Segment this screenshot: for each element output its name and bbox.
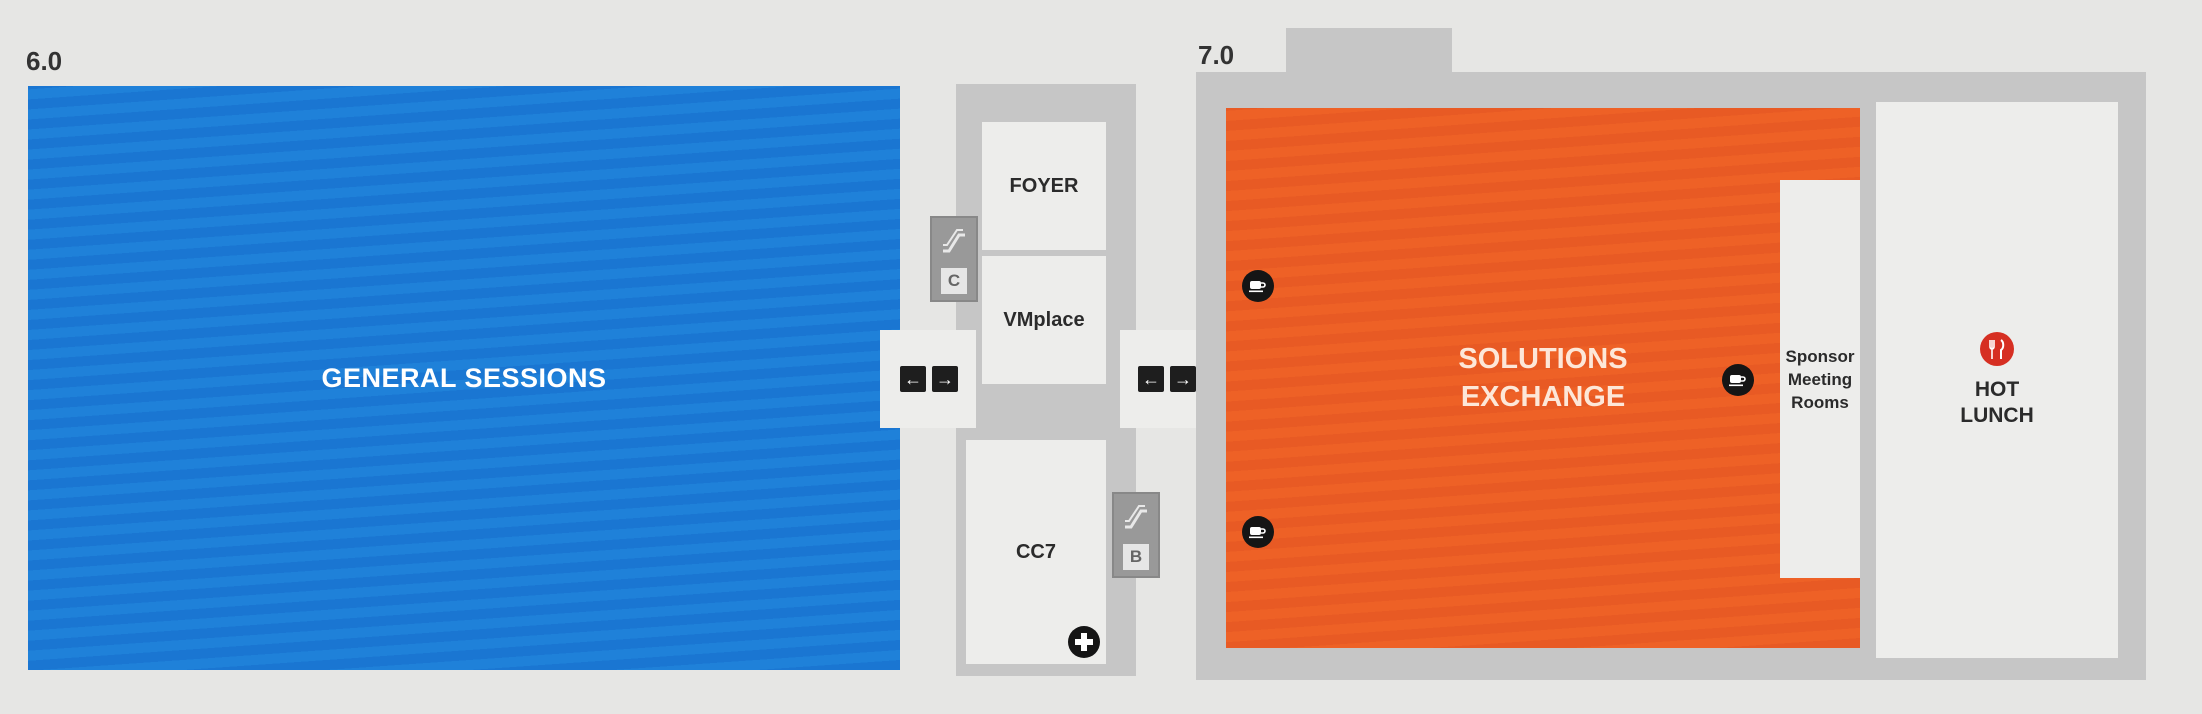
sponsor-meeting-rooms[interactable]: Sponsor Meeting Rooms	[1780, 180, 1860, 578]
coffee-cup-icon	[1242, 516, 1274, 548]
escalator-icon	[932, 222, 976, 262]
arrow-right-icon: →	[932, 366, 958, 392]
hall-7-annex	[1286, 28, 1452, 78]
arrow-left-icon: ←	[900, 366, 926, 392]
escalator-b-letter: B	[1123, 544, 1149, 570]
level-label-6: 6.0	[26, 46, 63, 76]
first-aid-plus-icon	[1068, 626, 1100, 658]
coffee-cup-icon	[1242, 270, 1274, 302]
hot-lunch-label: HOT LUNCH	[1960, 378, 2034, 427]
foyer-room[interactable]: FOYER	[982, 122, 1106, 250]
escalator-c-badge: C	[930, 216, 978, 302]
hot-lunch-label-wrap: HOT LUNCH	[1876, 372, 2118, 434]
arrow-left-icon: ←	[1138, 366, 1164, 392]
sponsor-meeting-rooms-label: Sponsor Meeting Rooms	[1785, 346, 1855, 412]
escalator-icon	[1114, 498, 1158, 538]
hot-lunch-room[interactable]	[1876, 102, 2118, 658]
connector-left	[880, 330, 976, 428]
foyer-label: FOYER	[1009, 174, 1079, 197]
escalator-b-badge: B	[1112, 492, 1160, 578]
solutions-exchange-room[interactable]: SOLUTIONS EXCHANGE	[1226, 108, 1860, 648]
solutions-exchange-label: SOLUTIONS EXCHANGE	[1458, 343, 1628, 413]
general-sessions-label: GENERAL SESSIONS	[321, 362, 607, 393]
arrow-right-icon: →	[1170, 366, 1196, 392]
vmplace-room[interactable]: VMplace	[982, 256, 1106, 384]
cc7-label: CC7	[1015, 540, 1056, 563]
coffee-cup-icon	[1722, 364, 1754, 396]
vmplace-label: VMplace	[1003, 308, 1085, 331]
fork-knife-icon	[1980, 332, 2014, 366]
general-sessions-room[interactable]: GENERAL SESSIONS	[28, 86, 900, 670]
escalator-c-letter: C	[941, 268, 967, 294]
level-label-7: 7.0	[1198, 40, 1235, 70]
